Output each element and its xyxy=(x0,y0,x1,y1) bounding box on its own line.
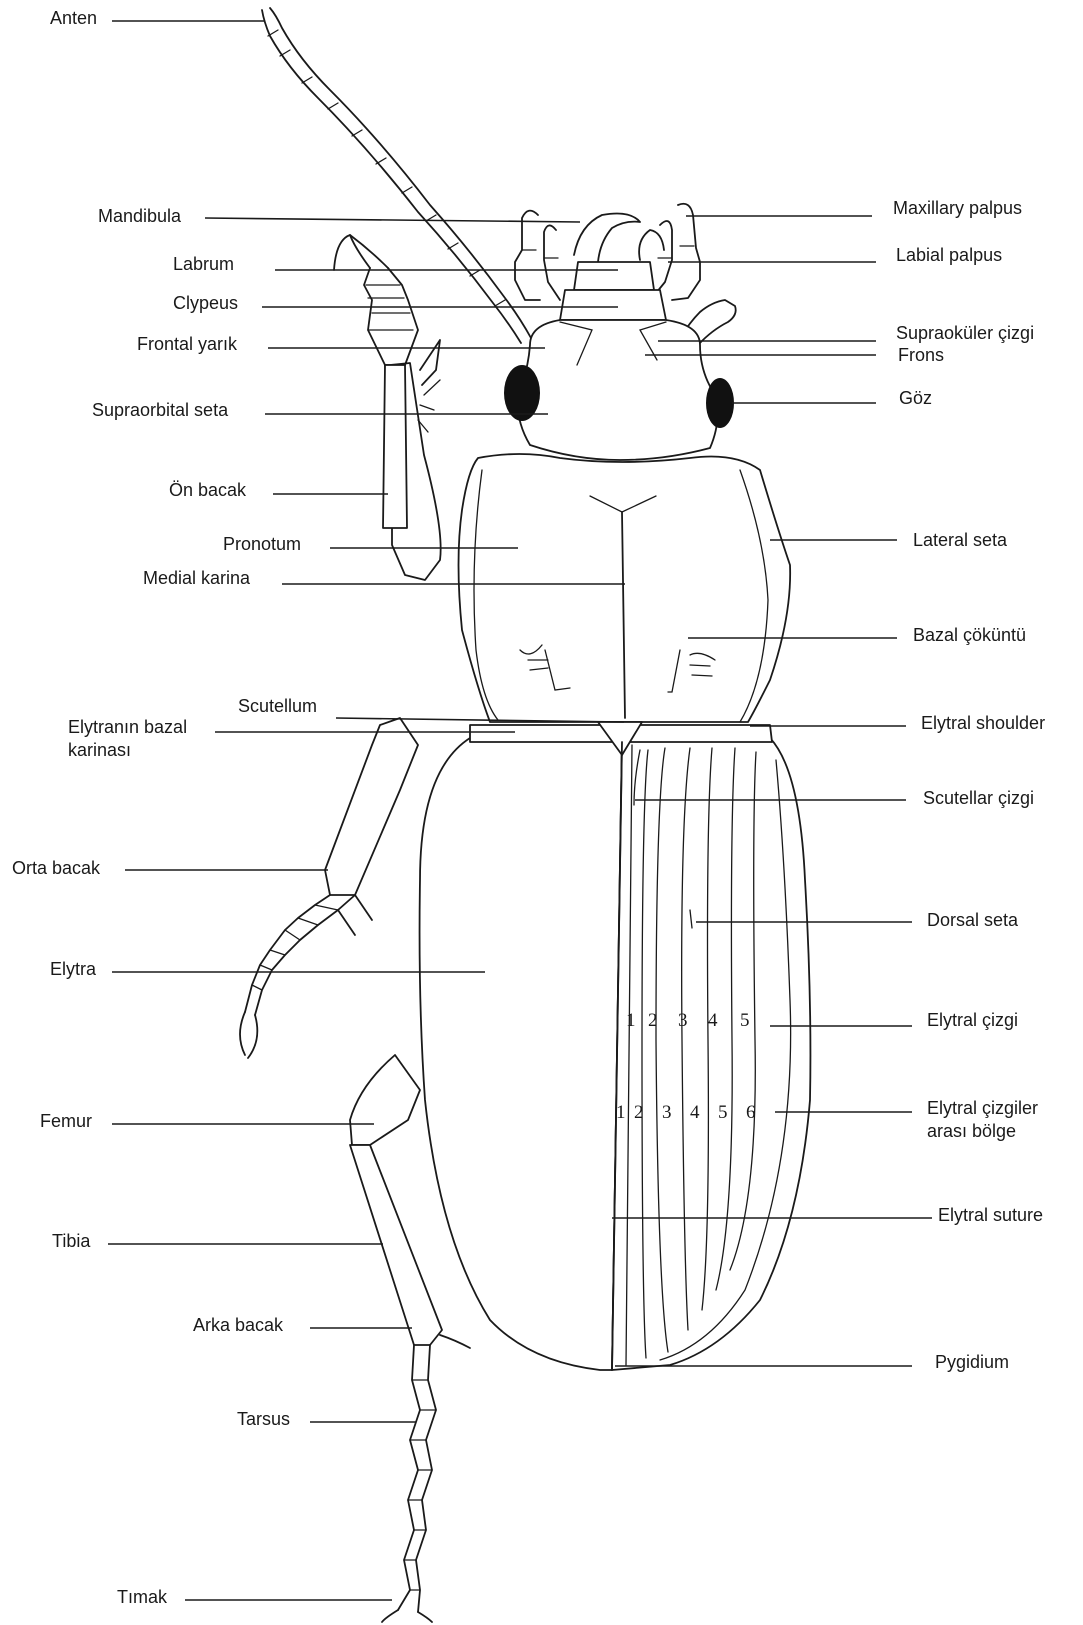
interval-number: 4 xyxy=(690,1102,700,1123)
label-pronotum: Pronotum xyxy=(223,534,301,554)
label-anten: Anten xyxy=(50,8,97,28)
middle-leg xyxy=(240,718,418,1058)
label-elytranin-bazal-1: Elytranın bazal xyxy=(68,717,187,737)
label-elytral-suture: Elytral suture xyxy=(938,1205,1043,1225)
label-bazal-cokuntu: Bazal çöküntü xyxy=(913,625,1026,645)
stria-number: 3 xyxy=(678,1010,688,1031)
label-goz: Göz xyxy=(899,388,932,408)
label-dorsal-seta: Dorsal seta xyxy=(927,910,1019,930)
label-supraorbital-seta: Supraorbital seta xyxy=(92,400,229,420)
interval-number: 1 xyxy=(616,1102,626,1123)
label-arka-bacak: Arka bacak xyxy=(193,1315,284,1335)
label-labial-palpus: Labial palpus xyxy=(896,245,1002,265)
label-tirnak: Tımak xyxy=(117,1587,168,1607)
stria-number: 2 xyxy=(648,1010,658,1031)
elytra: 1 2 3 4 5 1 2 3 4 5 6 xyxy=(420,722,811,1370)
label-tarsus: Tarsus xyxy=(237,1409,290,1429)
label-frons: Frons xyxy=(898,345,944,365)
label-pygidium: Pygidium xyxy=(935,1352,1009,1372)
label-clypeus: Clypeus xyxy=(173,293,238,313)
label-elytranin-bazal-2: karinası xyxy=(68,740,131,760)
fore-leg xyxy=(334,235,441,580)
stria-number: 1 xyxy=(626,1010,636,1031)
label-elytral-cizgiler-1: Elytral çizgiler xyxy=(927,1098,1038,1118)
label-maxillary-palpus: Maxillary palpus xyxy=(893,198,1022,218)
interval-number: 2 xyxy=(634,1102,644,1123)
label-mandibula: Mandibula xyxy=(98,206,182,226)
stria-number: 4 xyxy=(708,1010,718,1031)
stria-number: 5 xyxy=(740,1010,750,1031)
label-labrum: Labrum xyxy=(173,254,234,274)
label-elytral-shoulder: Elytral shoulder xyxy=(921,713,1045,733)
label-orta-bacak: Orta bacak xyxy=(12,858,101,878)
interval-number: 5 xyxy=(718,1102,728,1123)
left-antenna xyxy=(262,8,531,343)
label-scutellum: Scutellum xyxy=(238,696,317,716)
label-medial-karina: Medial karina xyxy=(143,568,251,588)
label-lateral-seta: Lateral seta xyxy=(913,530,1008,550)
label-tibia: Tibia xyxy=(52,1231,91,1251)
label-supraokuler-cizgi: Supraoküler çizgi xyxy=(896,323,1034,343)
label-elytral-cizgiler-2: arası bölge xyxy=(927,1121,1016,1141)
interval-number: 6 xyxy=(746,1102,756,1123)
interval-number: 3 xyxy=(662,1102,672,1123)
right-eye xyxy=(706,378,734,428)
label-femur: Femur xyxy=(40,1111,92,1131)
left-eye xyxy=(504,365,540,421)
label-frontal-yarik: Frontal yarık xyxy=(137,334,238,354)
pronotum xyxy=(459,454,791,722)
label-elytral-cizgi: Elytral çizgi xyxy=(927,1010,1018,1030)
label-on-bacak: Ön bacak xyxy=(169,480,247,500)
label-scutellar-cizgi: Scutellar çizgi xyxy=(923,788,1034,808)
label-elytra: Elytra xyxy=(50,959,97,979)
